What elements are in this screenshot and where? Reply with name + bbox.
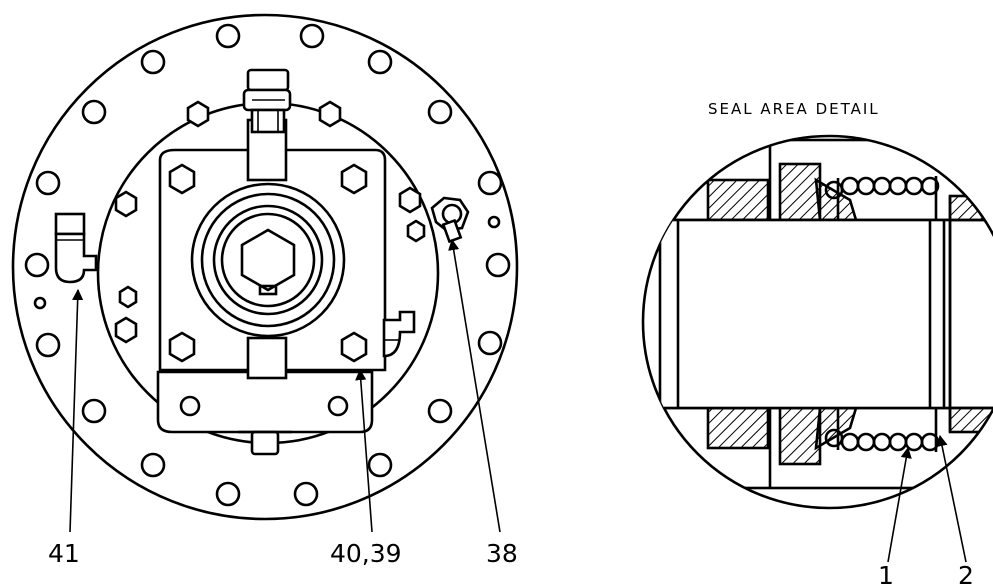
callout-41: 41	[48, 539, 80, 568]
fitting-38	[430, 196, 470, 244]
detail-title: SEAL AREA DETAIL	[708, 100, 880, 118]
leader-lines	[69, 238, 501, 533]
plate-bolts	[168, 163, 368, 363]
spring-bottom	[824, 408, 940, 452]
lower-bracket	[156, 370, 374, 434]
flange-bolt-holes	[24, 23, 511, 507]
detail-boundary	[641, 134, 993, 510]
spring-top	[824, 176, 940, 220]
body-bolts	[114, 100, 426, 344]
callout-1: 1	[878, 561, 894, 586]
small-elbow	[382, 310, 416, 358]
front-view: 41 40,39 38	[11, 13, 519, 568]
callout-2: 2	[958, 561, 974, 586]
outer-flange	[11, 13, 519, 521]
seal-area-detail: SEAL AREA DETAIL	[641, 100, 993, 586]
top-fitting	[242, 68, 292, 134]
detail-shaft	[658, 218, 952, 410]
shaft-center	[190, 182, 346, 338]
elbow-fitting-41	[54, 212, 98, 284]
callout-40-39: 40,39	[330, 539, 402, 568]
callout-38: 38	[486, 539, 518, 568]
